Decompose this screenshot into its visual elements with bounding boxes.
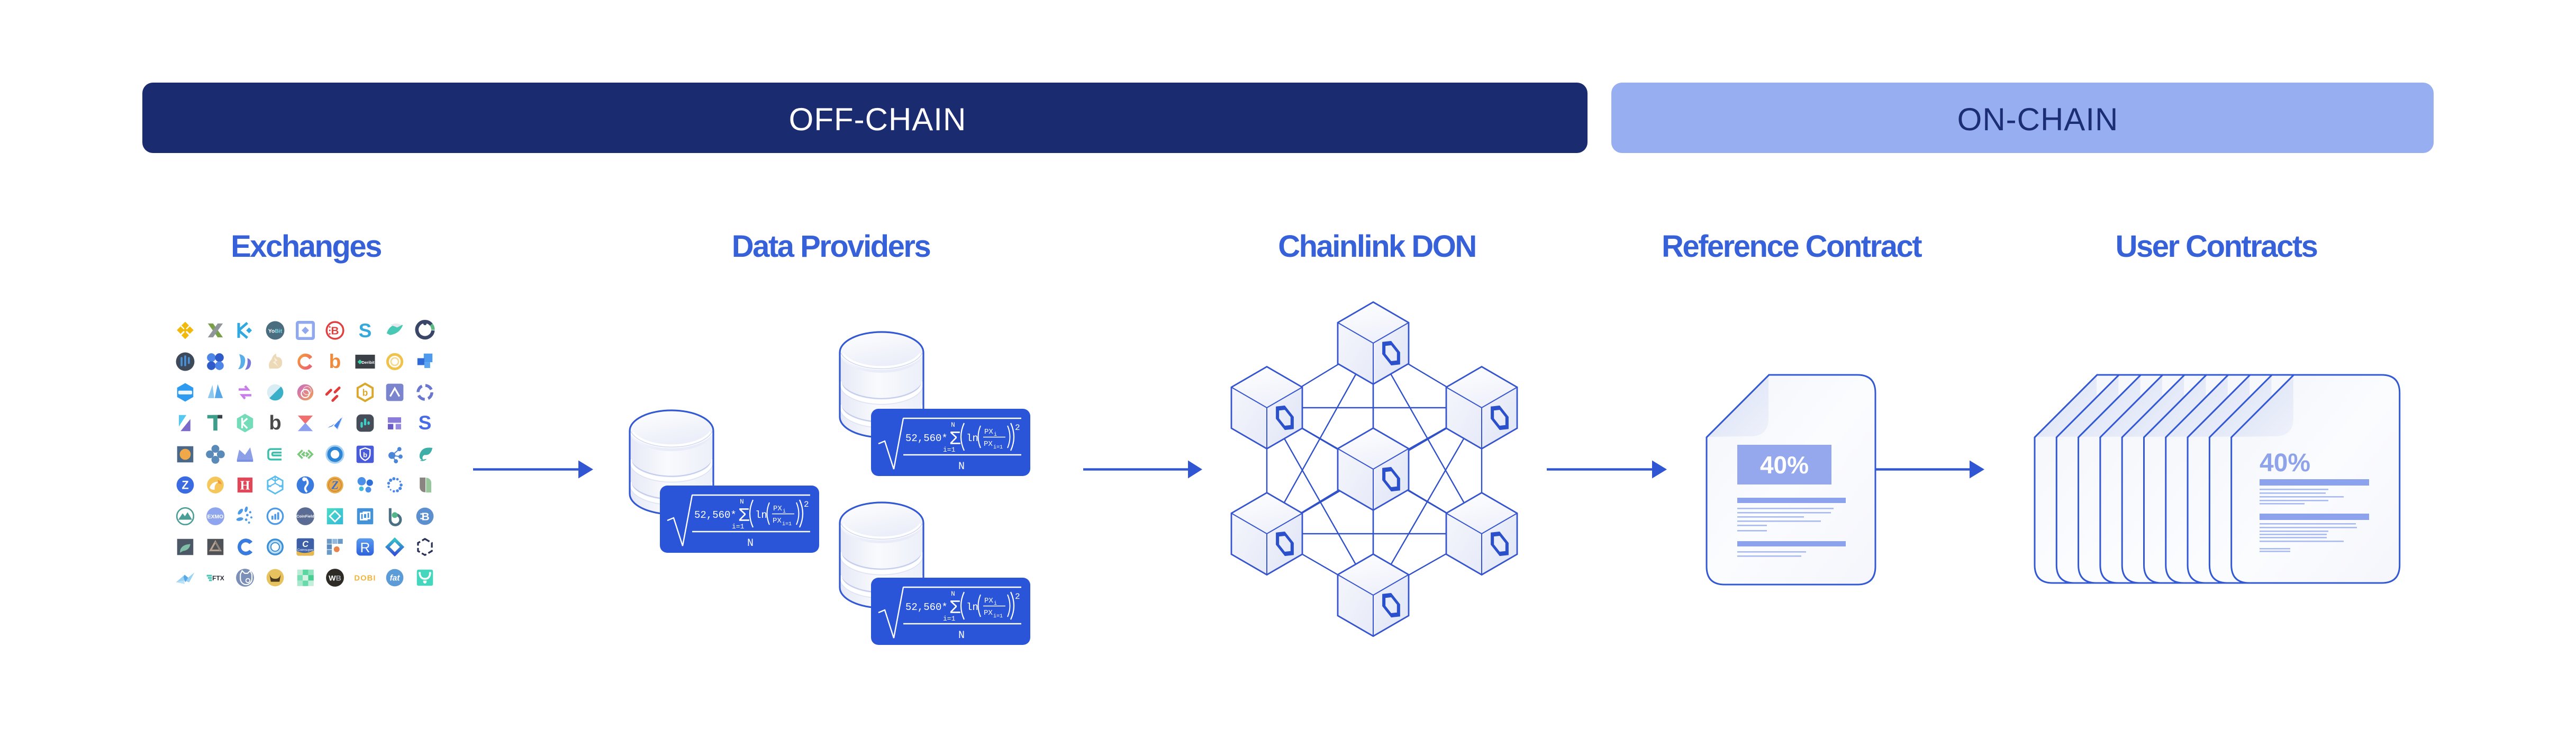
svg-text:Z: Z <box>182 479 189 492</box>
svg-text:FTX: FTX <box>212 575 224 582</box>
svg-text:40%: 40% <box>2260 449 2310 477</box>
svg-text:fat: fat <box>390 574 401 583</box>
svg-text:b: b <box>329 350 341 372</box>
svg-text:R: R <box>360 540 370 555</box>
svg-text:YoBit: YoBit <box>268 329 283 335</box>
svg-text:WB: WB <box>329 575 341 583</box>
svg-text:Deribit: Deribit <box>361 360 375 364</box>
svg-text:40%: 40% <box>1760 451 1809 479</box>
svg-text:S: S <box>419 411 432 434</box>
svg-text:Z: Z <box>331 479 339 492</box>
svg-text:b: b <box>269 411 281 434</box>
svg-text:H: H <box>240 479 250 493</box>
svg-text:EXMO: EXMO <box>207 514 224 519</box>
svg-text:B: B <box>331 325 339 337</box>
svg-text:B: B <box>422 510 430 523</box>
svg-text:Coinsuper: Coinsuper <box>297 549 314 552</box>
svg-text:S: S <box>358 319 371 342</box>
svg-text:b: b <box>363 451 367 459</box>
svg-text:C: C <box>302 540 309 549</box>
svg-text:b: b <box>362 388 368 398</box>
svg-text:DOBI: DOBI <box>354 575 376 583</box>
svg-text:CoinField: CoinField <box>296 514 314 518</box>
